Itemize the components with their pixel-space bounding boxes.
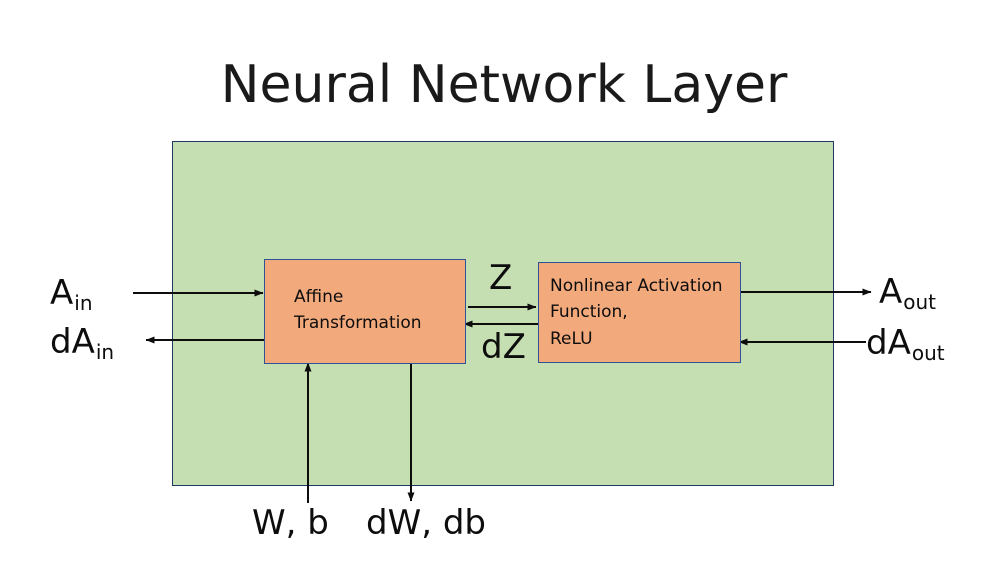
activation-line-2: Function, <box>550 302 628 323</box>
page-title: Neural Network Layer <box>220 55 788 115</box>
affine-transformation-label: Affine Transformation <box>294 284 454 337</box>
label-a-in: Ain <box>50 273 93 313</box>
label-z: Z <box>489 258 513 298</box>
label-da-in: dAin <box>50 322 114 362</box>
affine-line-2: Transformation <box>294 313 422 334</box>
activation-line-1: Nonlinear Activation <box>550 276 723 296</box>
affine-line-1: Affine <box>294 287 344 307</box>
activation-function-label: Nonlinear Activation Function, ReLU <box>550 273 740 352</box>
label-da-in-base: dA <box>50 322 95 362</box>
label-da-out-sub: out <box>911 341 945 365</box>
label-a-in-sub: in <box>74 291 93 315</box>
label-da-out: dAout <box>866 323 945 363</box>
label-a-out-sub: out <box>903 290 937 314</box>
label-da-out-base: dA <box>866 323 911 363</box>
label-parameter-gradients: dW, db <box>366 503 486 543</box>
label-a-out: Aout <box>879 272 936 312</box>
label-a-out-base: A <box>879 272 903 312</box>
label-dz: dZ <box>481 327 526 367</box>
activation-function-box[interactable]: Nonlinear Activation Function, ReLU <box>538 262 741 363</box>
label-da-in-sub: in <box>95 340 115 364</box>
affine-transformation-box[interactable]: Affine Transformation <box>264 259 466 364</box>
label-a-in-base: A <box>50 273 74 313</box>
label-parameters: W, b <box>252 503 329 543</box>
activation-line-3: ReLU <box>550 328 593 349</box>
